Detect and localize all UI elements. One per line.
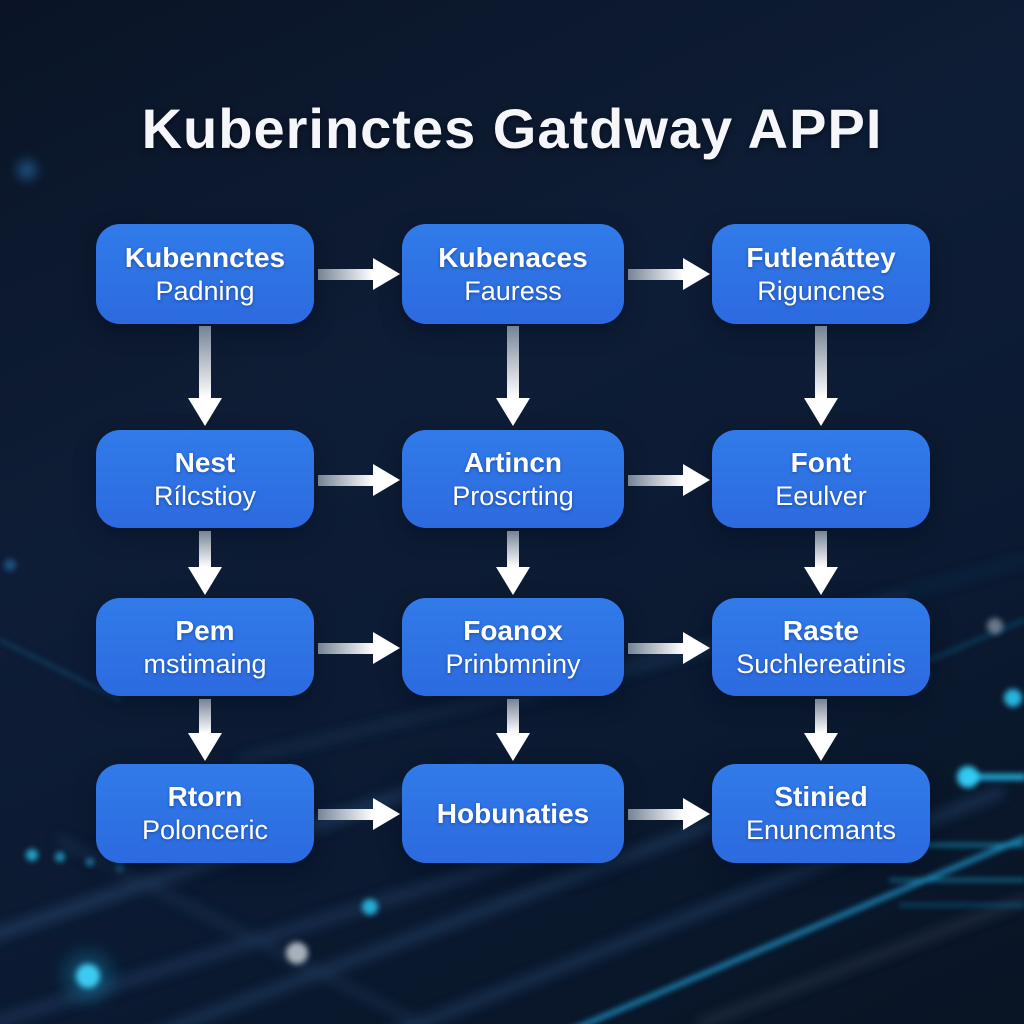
box-label-line1: Nest [174,446,236,478]
flow-box-futlenattey-riguncnes: Futlenáttey Riguncnes [712,224,930,324]
arrow-down-icon [188,531,222,595]
flow-box-nest-rilcstioy: Nest Rílcstioy [96,430,314,528]
box-label-line2: Polonceric [141,815,269,846]
box-label-line1: Artincn [464,446,562,478]
arrow-right-icon [628,632,710,664]
box-label-line1: Kubenaces [438,241,588,273]
box-label-line2: Padning [155,275,255,306]
box-label-line2: Riguncnes [757,275,885,306]
box-label-line2: Prinbmniny [445,648,581,679]
box-label-line2: Rílcstioy [153,480,256,511]
box-label-line1: Raste [782,614,860,646]
arrow-right-icon [628,464,710,496]
box-label-line2: Fauress [464,275,562,306]
box-label-line2: Suchlereatinis [736,648,906,679]
arrow-right-icon [318,258,400,290]
arrow-right-icon [318,798,400,830]
flow-box-rtorn-polonceric: Rtorn Polonceric [96,764,314,863]
box-label-line2: Enuncmants [745,815,897,846]
arrow-down-icon [496,326,530,426]
box-label-line1: Rtorn [167,781,243,813]
box-label-line1: Foanox [463,614,563,646]
flow-box-raste-suchlereatinis: Raste Suchlereatinis [712,598,930,696]
arrow-right-icon [628,798,710,830]
box-label-line1: Futlenáttey [746,241,896,273]
flow-box-pem-mstimaing: Pem mstimaing [96,598,314,696]
box-label-line1: Hobunaties [436,798,590,829]
arrow-down-icon [804,531,838,595]
box-label-line2: mstimaing [143,648,267,679]
page-title: Kuberinctes Gatdway APPI [141,97,883,160]
flow-box-kubennctes-padning: Kubennctes Padning [96,224,314,324]
arrow-right-icon [318,632,400,664]
arrow-down-icon [188,326,222,426]
flow-box-artincn-proscrting: Artincn Proscrting [402,430,624,528]
arrow-down-icon [496,699,530,761]
box-label-line2: Eeulver [775,480,867,511]
box-label-line1: Pem [175,614,235,646]
arrow-down-icon [496,531,530,595]
arrow-down-icon [804,699,838,761]
arrow-down-icon [804,326,838,426]
flow-box-stinied-enuncmants: Stinied Enuncmants [712,764,930,863]
flow-box-foanox-prinbmniny: Foanox Prinbmniny [402,598,624,696]
flow-box-font-eeulver: Font Eeulver [712,430,930,528]
box-label-line1: Stinied [774,781,868,813]
flow-box-kubenaces-fauress: Kubenaces Fauress [402,224,624,324]
arrow-right-icon [318,464,400,496]
box-label-line1: Kubennctes [124,241,286,273]
arrow-right-icon [628,258,710,290]
arrow-down-icon [188,699,222,761]
box-label-line2: Proscrting [452,480,574,511]
box-label-line1: Font [790,446,852,478]
flow-box-hobunaties: Hobunaties [402,764,624,863]
